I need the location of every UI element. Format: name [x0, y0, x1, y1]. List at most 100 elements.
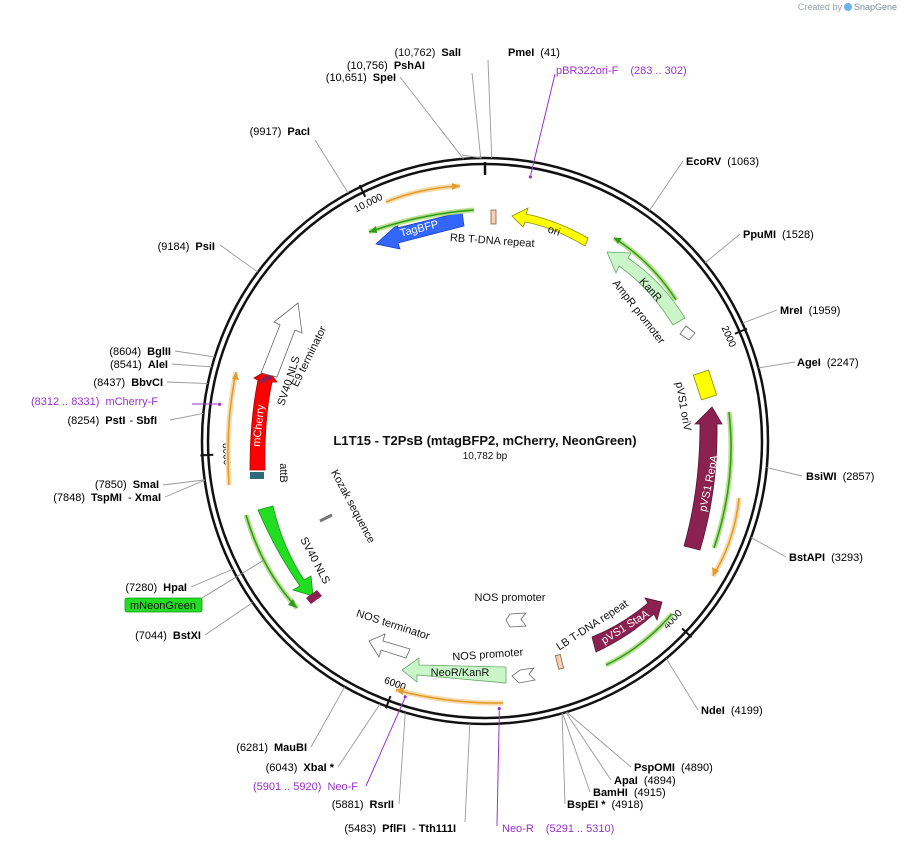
backbone-outer-circle: [200, 156, 770, 726]
site-label[interactable]: (7280)HpaI: [125, 582, 187, 594]
backbone-tick: [734, 327, 748, 335]
site-label[interactable]: BamHI(4915): [593, 787, 666, 799]
credit-brand: SnapGene: [853, 2, 897, 12]
site-label[interactable]: (8604)BglII: [109, 346, 171, 358]
primer-leader-line: [496, 710, 500, 827]
mcherry-orange-orf-arrow: [227, 371, 237, 486]
backbone-tick: [200, 453, 214, 457]
site-leader-line: [565, 711, 612, 781]
site-label[interactable]: (10,762)SalI: [394, 47, 461, 59]
primer-label[interactable]: Neo-R(5291 .. 5310): [502, 823, 614, 835]
site-label[interactable]: BsiWI(2857): [806, 471, 874, 483]
attb-feature: [250, 472, 264, 479]
site-label[interactable]: (6043)XbaI *: [266, 762, 335, 774]
site-label[interactable]: (5881)RsrII: [332, 799, 394, 811]
site-label[interactable]: BstAPI(3293): [789, 552, 863, 564]
site-label[interactable]: (7850)SmaI: [95, 479, 159, 491]
site-label[interactable]: (9184)PsiI: [158, 241, 215, 253]
neor-kanr-label: NeoR/KanR: [431, 667, 490, 679]
mneongreen-orf-arrow: [245, 514, 298, 609]
site-leader-line: [337, 703, 381, 768]
site-leader-line: [174, 350, 215, 358]
nos-promoter-2-feature: [511, 667, 536, 684]
ori-feature: [511, 207, 589, 247]
site-label[interactable]: PmeI(41): [508, 47, 560, 59]
nos-terminator-label: NOS terminator: [355, 608, 432, 643]
site-label[interactable]: (8254)PstI- SbfI: [68, 415, 158, 427]
mneongreen-label-box: [124, 597, 203, 613]
site-leader-line: [461, 154, 482, 159]
site-label[interactable]: (5483)PflFI- Tth111I: [344, 823, 456, 835]
site-leader-line: [648, 160, 684, 211]
nos-terminator-feature: [368, 633, 411, 659]
site-label[interactable]: BspEI *(4918): [567, 799, 643, 811]
site-leader-line: [398, 712, 406, 805]
site-lines: [162, 59, 803, 823]
site-leader-line: [742, 309, 778, 324]
attb-label: attB: [277, 463, 289, 483]
primer-label[interactable]: (5901 .. 5920)Neo-F: [253, 781, 358, 793]
site-leader-line: [190, 568, 233, 588]
site-label[interactable]: (10,756)PshAI: [347, 60, 425, 72]
site-label[interactable]: ApaI(4894): [614, 775, 676, 787]
nos-promoter-2-label: NOS promoter: [452, 647, 524, 664]
neor-kanr-feature: [401, 657, 507, 684]
mneongreen-label: mNeonGreen: [130, 600, 196, 612]
site-label[interactable]: (9917)PacI: [250, 126, 310, 138]
pvs1-oriv-label: pVS1 oriV: [673, 381, 694, 433]
kozak-label: Kozak sequence: [328, 468, 377, 545]
repa-orange-orf-arrow: [712, 497, 740, 577]
site-label[interactable]: (7848)TspMI- XmaI: [53, 492, 161, 504]
primer-label[interactable]: pBR322ori-F(283 .. 302): [556, 65, 687, 77]
tagbfp-feature: [375, 211, 465, 250]
backbone-tick: [385, 695, 392, 709]
site-leader-line: [310, 686, 346, 748]
nos-promoter-1-label: NOS promoter: [475, 592, 546, 604]
snapgene-credit: Created by SnapGene: [798, 2, 897, 12]
plasmid-name: L1T15 - T2PsB (mtagBFP2, mCherry, NeonGr…: [333, 433, 636, 448]
primer-labels: pBR322ori-F(283 .. 302) (8312 .. 8331)mC…: [31, 65, 687, 835]
primer-label[interactable]: (8312 .. 8331)mCherry-F: [31, 396, 158, 408]
backbone-tick: [358, 184, 367, 198]
site-label[interactable]: NdeI(4199): [701, 705, 763, 717]
kanr-orf-arrow: [613, 237, 677, 301]
site-leader-line: [750, 537, 787, 558]
site-leader-line: [561, 713, 566, 805]
site-label[interactable]: (7044)BstXI: [135, 630, 201, 642]
site-label[interactable]: (10,651)SpeI: [326, 72, 396, 84]
site-leader-line: [166, 381, 208, 385]
site-leader-line: [758, 361, 796, 369]
mneongreen-feature: [257, 505, 314, 597]
backbone-tick-label: 2000: [719, 324, 738, 349]
primer-binding-mark: [528, 175, 532, 179]
kozak-feature: [319, 513, 333, 523]
pvs1-repa-feature: [683, 406, 723, 551]
primer-lines: [191, 73, 556, 827]
backbone-tick: [681, 627, 693, 639]
site-label[interactable]: PpuMI(1528): [743, 229, 814, 241]
ori-label: ori: [546, 224, 561, 239]
primer-binding-mark: [497, 707, 501, 711]
site-label[interactable]: AgeI(2247): [797, 357, 859, 369]
site-label[interactable]: EcoRV(1063): [686, 156, 759, 168]
site-leader-line: [471, 72, 482, 159]
site-label[interactable]: PspOMI(4890): [634, 762, 713, 774]
tagbfp-orf-arrow: [368, 209, 475, 233]
credit-prefix: Created by: [797, 2, 842, 12]
site-leader-line: [204, 602, 253, 636]
site-leader-line: [164, 479, 205, 498]
primer-leader-line: [365, 698, 406, 787]
site-label[interactable]: (8541)AleI: [110, 359, 168, 371]
nos-promoter-1-feature: [505, 612, 527, 628]
rb-repeat-feature: [490, 209, 497, 225]
site-label[interactable]: (8437)BbvCI: [93, 377, 163, 389]
site-label[interactable]: MreI(1959): [780, 305, 840, 317]
site-leader-line: [487, 59, 493, 159]
ampr-promoter-feature: [679, 325, 696, 341]
kanr-feature: [606, 251, 686, 326]
site-label[interactable]: (6281)MauBI: [236, 742, 307, 754]
primer-leader-line: [530, 73, 556, 176]
bottom-orange-orf-arrow: [395, 689, 504, 704]
rb-repeat-label: RB T-DNA repeat: [450, 232, 535, 250]
site-leader-line: [169, 412, 204, 421]
